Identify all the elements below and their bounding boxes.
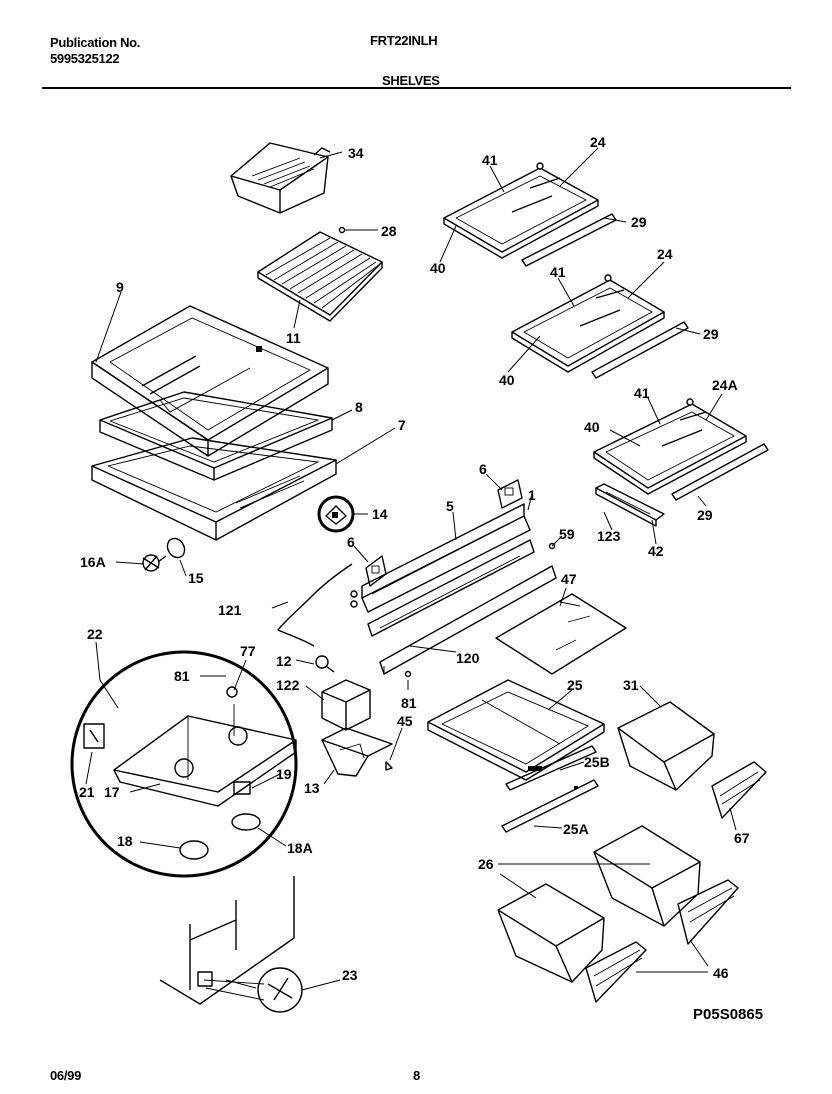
section-title: SHELVES <box>382 73 440 88</box>
callout-41-lower: 41 <box>634 385 650 401</box>
callout-29-lower: 29 <box>697 507 713 523</box>
callout-41-upper: 41 <box>482 152 498 168</box>
publication-label: Publication No. <box>50 35 141 50</box>
callout-81-right: 81 <box>401 695 417 711</box>
part-26-pan-upper <box>593 825 701 927</box>
callout-18A: 18A <box>287 840 313 856</box>
part-13-housing <box>321 727 393 777</box>
part-31-pan <box>617 701 715 791</box>
part-47-crisper-glass <box>495 593 627 675</box>
callout-77: 77 <box>240 643 256 659</box>
part-120-rail <box>379 565 557 675</box>
callout-40-lower: 40 <box>584 419 600 435</box>
callout-25B: 25B <box>584 754 610 770</box>
leader-lines <box>85 147 737 991</box>
callout-labels: 34 28 11 9 8 7 14 16A 15 41 24 29 40 41 … <box>79 134 750 983</box>
part-121-wire-harness <box>277 563 353 647</box>
callout-25A: 25A <box>563 821 589 837</box>
callout-34: 34 <box>348 145 364 161</box>
callout-46: 46 <box>713 965 729 981</box>
part-26-pan-lower <box>497 883 605 983</box>
callout-47: 47 <box>561 571 577 587</box>
callout-24-middle: 24 <box>657 246 673 262</box>
callout-29-middle: 29 <box>703 326 719 342</box>
part-14-lamp-socket <box>317 495 355 533</box>
part-23-detail <box>159 876 303 1013</box>
part-6-bracket-lower <box>365 555 387 587</box>
callout-25: 25 <box>567 677 583 693</box>
callout-1: 1 <box>528 487 536 503</box>
callout-122: 122 <box>276 677 300 693</box>
callout-81-left: 81 <box>174 668 190 684</box>
callout-24-upper: 24 <box>590 134 606 150</box>
callout-16A: 16A <box>80 554 106 570</box>
callout-42: 42 <box>648 543 664 559</box>
part-7-shelf-frame <box>91 437 337 541</box>
callout-26: 26 <box>478 856 494 872</box>
part-25B-rail <box>505 745 597 791</box>
callout-29-upper: 29 <box>631 214 647 230</box>
detail-circle-icemaker <box>70 650 298 878</box>
callout-13: 13 <box>304 780 320 796</box>
callout-123: 123 <box>597 528 621 544</box>
callout-121: 121 <box>218 602 242 618</box>
callout-21: 21 <box>79 784 95 800</box>
part-25-crisper-frame <box>427 679 605 781</box>
callout-9: 9 <box>116 279 124 295</box>
part-15-bulb <box>142 537 186 572</box>
publication-number: 5995325122 <box>50 51 120 66</box>
callout-45: 45 <box>397 713 413 729</box>
callout-5: 5 <box>446 498 454 514</box>
callout-23: 23 <box>342 967 358 983</box>
callout-17: 17 <box>104 784 120 800</box>
callout-40-upper: 40 <box>430 260 446 276</box>
callout-7: 7 <box>398 417 406 433</box>
part-24-glass-shelf-middle <box>511 274 689 379</box>
part-46-pan-front-right <box>677 879 739 945</box>
part-24-glass-shelf-upper <box>443 162 617 267</box>
part-122-cover <box>321 679 371 731</box>
diagram-code: P05S0865 <box>693 1006 763 1023</box>
callout-22: 22 <box>87 626 103 642</box>
part-42-shelf-bracket <box>595 483 665 527</box>
model-number: FRT22INLH <box>370 33 438 48</box>
callout-8: 8 <box>355 399 363 415</box>
part-1-rail <box>367 539 535 637</box>
part-9-shelf-frame <box>91 305 329 457</box>
header-rule <box>42 87 791 89</box>
callout-12: 12 <box>276 653 292 669</box>
callout-120: 120 <box>456 650 480 666</box>
part-6-bracket-upper <box>497 479 523 509</box>
part-67-pan-front <box>711 761 767 819</box>
part-34-ice-bin <box>230 142 331 214</box>
callout-6-upper: 6 <box>479 461 487 477</box>
page-number: 8 <box>413 1068 420 1083</box>
screw <box>350 590 358 598</box>
callout-31: 31 <box>623 677 639 693</box>
callout-41-middle: 41 <box>550 264 566 280</box>
callout-15: 15 <box>188 570 204 586</box>
callout-40-middle: 40 <box>499 372 515 388</box>
callout-28: 28 <box>381 223 397 239</box>
screw-81 <box>404 670 412 678</box>
part-45-clip <box>385 761 393 771</box>
callout-24A: 24A <box>712 377 738 393</box>
callout-18: 18 <box>117 833 133 849</box>
footer-date: 06/99 <box>50 1068 82 1083</box>
part-46-pan-front-left <box>585 941 647 1003</box>
part-5-rail <box>361 503 531 613</box>
part-25A-rail <box>501 779 599 833</box>
callout-14: 14 <box>372 506 388 522</box>
callout-67: 67 <box>734 830 750 846</box>
callout-6-lower: 6 <box>347 534 355 550</box>
part-11-freezer-wire-shelf <box>257 226 383 322</box>
part-12-damper-motor <box>315 655 335 673</box>
callout-59: 59 <box>559 526 575 542</box>
screw <box>350 600 358 608</box>
callout-11: 11 <box>286 330 301 346</box>
callout-19: 19 <box>276 766 292 782</box>
part-24A-glass-shelf-lower <box>593 398 769 501</box>
